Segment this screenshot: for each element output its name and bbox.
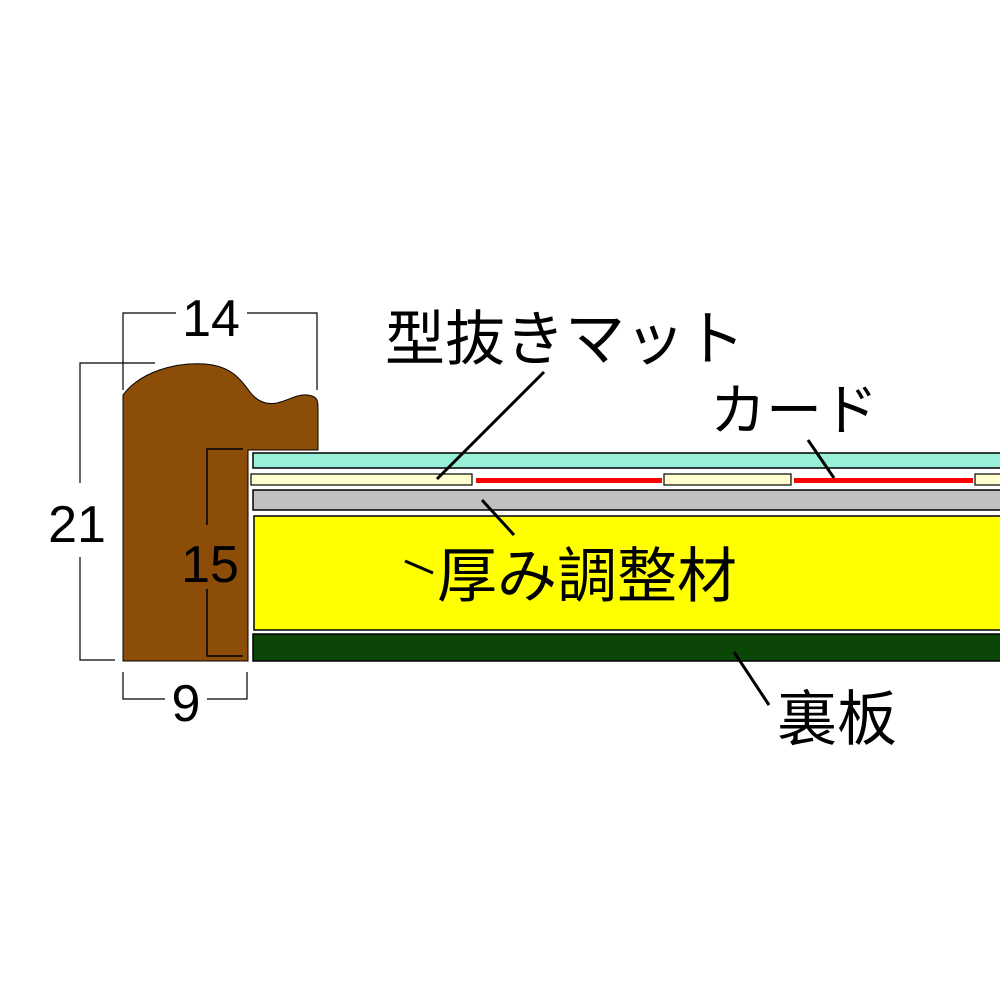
card-label: カード — [710, 379, 878, 444]
yellow-spacer-layer — [253, 515, 1000, 631]
mat-label: 型抜きマット — [385, 305, 745, 375]
card-layer — [476, 478, 973, 483]
spacer-leader-line-yellow — [404, 559, 434, 575]
backboard-layer — [252, 633, 1000, 662]
rabbet-depth-label: 15 — [181, 536, 239, 594]
backboard-leader-line — [732, 651, 771, 706]
height-dimension-line — [79, 362, 155, 483]
backboard-label: 裏板 — [777, 685, 897, 755]
top-width-dimension-line — [122, 312, 176, 390]
top-width-label: 14 — [182, 290, 240, 348]
mat-segment — [250, 473, 473, 486]
bottom-width-label: 9 — [172, 675, 201, 733]
frame-moulding — [122, 363, 319, 662]
bottom-width-dimension-line-right — [207, 672, 248, 700]
mat-leader-line — [435, 370, 546, 481]
card-segment — [794, 478, 973, 483]
top-width-dimension-line-right — [247, 312, 318, 390]
card-segment — [476, 478, 662, 483]
spacer-label: 厚み調整材 — [437, 542, 737, 612]
glazing-layer — [252, 452, 1000, 469]
gray-spacer-layer — [252, 489, 1000, 511]
card-leader-line — [806, 439, 836, 479]
bottom-width-dimension-line — [122, 672, 165, 700]
mat-segment — [663, 473, 792, 486]
height-dimension-line-bottom — [79, 557, 115, 661]
height-label: 21 — [48, 496, 106, 554]
mat-layer — [250, 473, 1000, 486]
mat-segment — [974, 473, 1000, 486]
spacer-leader-line-gray — [480, 498, 516, 537]
